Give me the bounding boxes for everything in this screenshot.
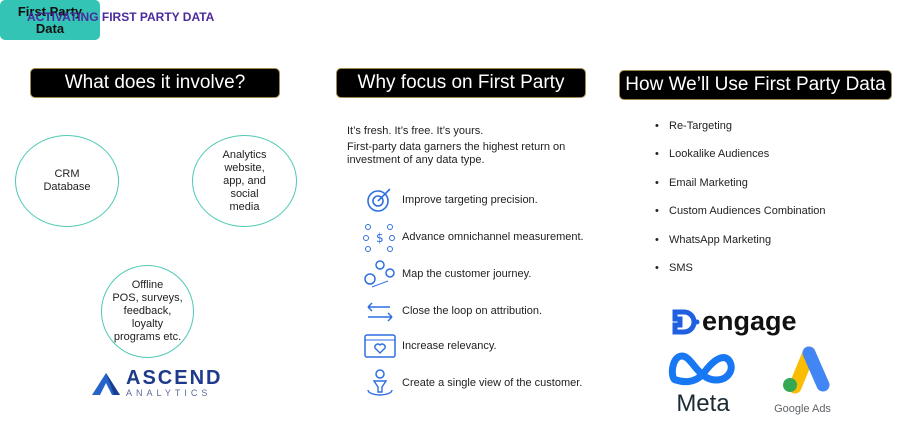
- offline-title: Offline: [131, 279, 164, 291]
- omnichannel-icon: $: [363, 224, 395, 252]
- analytics-label: Analytics website, app, and social media: [222, 148, 267, 213]
- why-item: Improve targeting precision.: [362, 185, 538, 215]
- page-title: ACTIVATING FIRST PARTY DATA: [27, 10, 215, 24]
- crm-circle: CRM Database: [15, 135, 119, 227]
- meta-text: Meta: [676, 390, 730, 417]
- why-desc-1: First-party data garners the highest ret…: [347, 141, 566, 153]
- header-why-focus: Why focus on First Party Data: [336, 68, 586, 121]
- google-ads-text: Google Ads: [774, 403, 831, 415]
- ascend-mark-icon: [92, 373, 120, 395]
- customer-view-icon: [367, 369, 393, 396]
- arrows-loop-icon: [367, 302, 393, 322]
- use-item: Re-Targeting: [655, 120, 732, 132]
- why-item-label: Map the customer journey.: [402, 268, 532, 280]
- header-what-involve: What does it involve?: [30, 68, 280, 98]
- google-ads-logo: Google Ads: [765, 343, 840, 415]
- why-item: Map the customer journey.: [362, 259, 531, 289]
- use-item: Email Marketing: [655, 177, 748, 189]
- map-pins-icon: [364, 260, 395, 288]
- why-item-label: Advance omnichannel measurement.: [402, 231, 584, 243]
- use-item: SMS: [655, 262, 693, 274]
- why-item: Increase relevancy.: [362, 331, 497, 361]
- use-item: Custom Audiences Combination: [655, 205, 826, 217]
- use-item-label: Email Marketing: [669, 176, 748, 189]
- center-label: First Party Data: [17, 4, 83, 36]
- meta-logo: Meta: [668, 350, 738, 417]
- why-item-label: Close the loop on attribution.: [402, 305, 543, 317]
- header-how-use: How We’ll Use First Party Data: [619, 70, 892, 100]
- why-item-label: Improve targeting precision.: [402, 194, 538, 206]
- target-icon: [367, 188, 391, 212]
- use-item: Lookalike Audiences: [655, 148, 769, 160]
- why-item-label: Create a single view of the customer.: [402, 377, 583, 389]
- why-tagline: It’s fresh. It’s free. It’s yours.: [347, 125, 484, 137]
- why-item-label: Increase relevancy.: [402, 340, 497, 352]
- ascend-name: ASCEND: [126, 367, 223, 389]
- why-desc-2: investment of any data type.: [347, 154, 485, 166]
- dengage-d-icon: [672, 309, 700, 334]
- why-item: Close the loop on attribution.: [362, 296, 542, 326]
- why-item: Create a single view of the customer.: [362, 368, 582, 398]
- crm-label: CRM Database: [43, 168, 91, 193]
- offline-label: POS, surveys, feedback, loyalty programs…: [112, 292, 183, 343]
- analytics-circle: Analytics website, app, and social media: [192, 135, 297, 227]
- use-item: WhatsApp Marketing: [655, 234, 771, 246]
- ascend-sub: ANALYTICS: [126, 388, 212, 398]
- meta-infinity-icon: [668, 352, 735, 386]
- use-item-label: Lookalike Audiences: [669, 148, 770, 161]
- dengage-text: engage: [702, 306, 797, 336]
- google-ads-icon: [782, 346, 829, 394]
- dengage-logo: engage: [672, 306, 797, 337]
- first-party-data-box: First Party Data: [0, 0, 100, 40]
- use-item-label: SMS: [669, 262, 693, 274]
- use-item-label: Custom Audiences Combination: [669, 205, 826, 218]
- why-item: $ Advance omnichannel measurement.: [362, 222, 584, 252]
- use-item-label: Re-Targeting: [669, 120, 732, 132]
- browser-heart-icon: [364, 334, 396, 358]
- use-item-label: WhatsApp Marketing: [669, 233, 772, 246]
- svg-text:$: $: [376, 231, 384, 245]
